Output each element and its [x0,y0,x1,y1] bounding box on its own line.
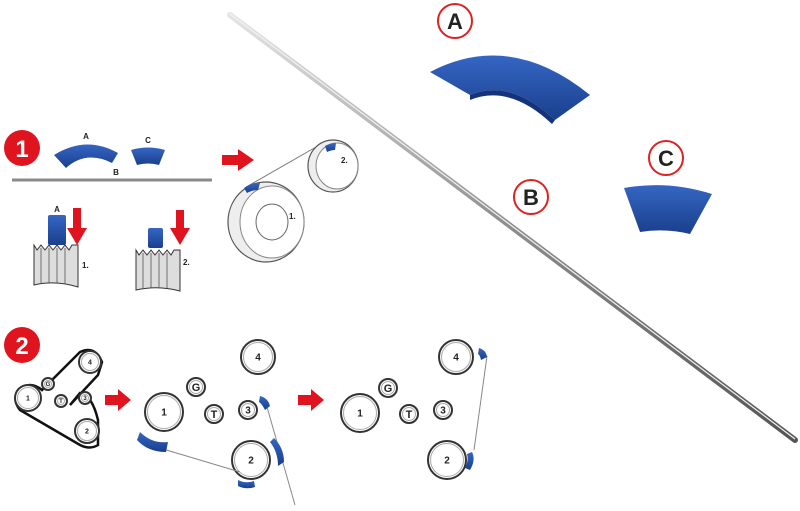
segment-a-edge [470,90,555,124]
right-arrow-icon [222,149,254,171]
pulley-label: 1 [357,409,363,420]
pulley-layout-routing: 1 2 4G T 3 [14,350,102,444]
pulley-label: 3 [83,396,87,402]
pulley-label: T [59,399,63,405]
pulley-p3: 3 [78,391,92,405]
svg-text:B: B [113,168,119,177]
svg-text:A: A [83,132,89,141]
pulley-p2: 2 [231,440,271,480]
pulley-label: 3 [440,406,446,417]
pulley-p2: 2 [427,440,467,480]
pulley-label: T [211,409,218,421]
svg-text:2.: 2. [183,258,190,267]
svg-text:1: 1 [15,136,28,163]
pulley-label: 4 [88,360,92,367]
pulley-belt-illustration: 2. 1. [227,139,359,263]
pulley-label: 3 [245,406,251,417]
pulley-layout-step-a: 1 G T 3 4 2 [144,339,276,480]
svg-text:2.: 2. [341,156,348,165]
segment-a-piece [430,55,590,120]
label-b-badge: B [513,179,549,215]
pulley-p3: 3 [238,400,258,420]
pulley-p3: 3 [433,400,453,420]
installation-rod [227,12,798,443]
step-2-badge: 2 [4,327,40,363]
label-c-badge: C [648,140,684,176]
pulley-g: G [186,377,206,397]
pulley-p1: 1 [340,393,380,433]
pulley-p4: 4 [78,350,102,374]
pulley-label: 4 [453,353,459,364]
pulley-label: 2 [248,456,254,467]
svg-text:B: B [523,185,539,210]
right-arrow-icon [298,389,324,411]
pulley-t: T [54,394,68,408]
segment-c-piece [624,185,712,234]
pulley-groove-diagram-2: 2. [135,210,190,292]
tool-placement-step-b [465,348,488,470]
pulley-t: T [204,404,224,424]
svg-text:2: 2 [15,333,28,360]
pulley-p4: 4 [240,339,276,375]
rod-highlight [229,13,796,440]
down-arrow-icon [67,208,87,245]
tool-placement-step-a [137,396,296,506]
pulley-label: T [406,409,413,421]
pulley-label: G [192,382,201,394]
pulley-label: 1 [26,396,30,403]
pulley-p1: 1 [144,392,184,432]
pulley-label: G [46,382,51,388]
svg-text:C: C [145,136,151,145]
label-a-badge: A [437,3,473,39]
pulley-g: G [378,378,398,398]
pulley-label: 2 [85,429,89,436]
pulley-groove-diagram-1: A 1. [33,205,89,288]
pulley-p2: 2 [74,418,100,444]
pulley-label: 4 [255,353,261,364]
svg-text:A: A [447,9,463,34]
pulley-label: G [384,383,393,395]
mini-segment-a [54,144,118,168]
right-arrow-icon [105,389,131,411]
step-1-badge: 1 [4,130,40,166]
mini-segment-c [131,147,165,165]
down-arrow-icon [170,210,190,245]
pulley-g: G [41,377,55,391]
pulley-label: 2 [444,456,450,467]
pulley-p4: 4 [438,339,474,375]
pulley-layout-step-b: 1 G T 3 4 2 [340,339,474,480]
pulley-p1: 1 [14,384,42,412]
pulley-t: T [399,404,419,424]
svg-text:A: A [54,205,60,214]
svg-text:1.: 1. [82,261,89,270]
svg-text:C: C [658,146,674,171]
pulley-label: 1 [161,408,167,419]
svg-text:1.: 1. [289,212,296,221]
